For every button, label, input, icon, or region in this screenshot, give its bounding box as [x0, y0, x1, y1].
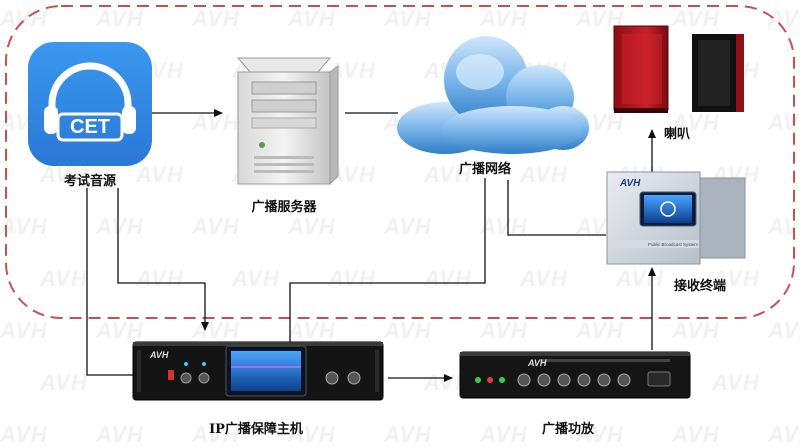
connectors — [86, 109, 656, 382]
receiver-brand-logo: AVH — [619, 178, 641, 189]
receiver-panel-icon — [606, 171, 746, 265]
ip-host-device-icon — [132, 341, 384, 401]
edge-network-host — [289, 178, 486, 345]
label-receiver-terminal: 接收终端 — [673, 279, 727, 294]
server-icon — [236, 57, 339, 186]
edge-source-host-a — [86, 188, 145, 379]
speaker-pair-icon — [613, 25, 744, 113]
edge-source-host-b — [117, 188, 209, 331]
network-boundary — [5, 5, 795, 319]
receiver-panel-text: Public Broadcast System — [648, 242, 698, 247]
label-broadcast-server: 广播服务器 — [251, 200, 317, 215]
label-exam-audio-source: 考试音源 — [63, 174, 117, 189]
cloud-icon — [397, 36, 589, 154]
cet-app-icon — [28, 42, 152, 166]
edge-network-receiver — [507, 180, 606, 236]
label-broadcast-network: 广播网络 — [458, 162, 512, 177]
host-brand-logo: AVH — [149, 350, 169, 360]
label-broadcast-amplifier: 广播功放 — [541, 422, 595, 437]
cet-icon-text: CET — [70, 116, 110, 138]
amplifier-device-icon — [459, 351, 691, 399]
label-speaker: 喇叭 — [663, 127, 691, 142]
amplifier-brand-logo: AVH — [527, 358, 547, 368]
label-ip-broadcast-host: IP广播保障主机 — [209, 422, 303, 437]
